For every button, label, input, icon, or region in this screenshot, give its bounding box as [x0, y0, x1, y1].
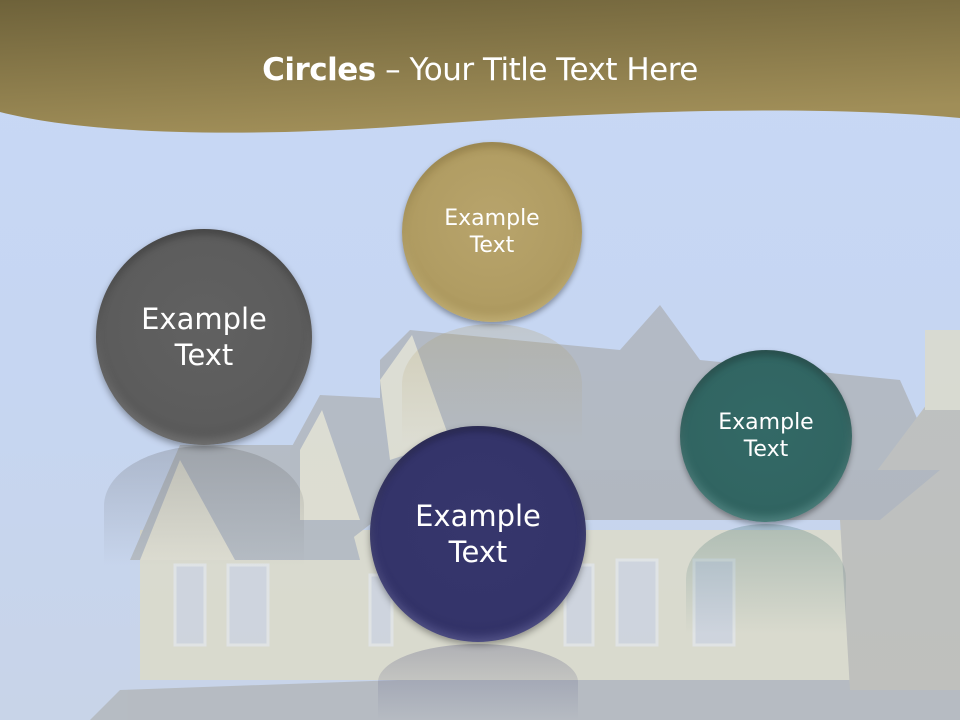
- title-bold: Circles: [262, 52, 376, 88]
- navy-circle-label: Example Text: [415, 498, 541, 569]
- gold-circle-label: Example Text: [444, 205, 540, 259]
- navy-circle[interactable]: Example Text: [370, 426, 586, 642]
- navy-circle-face: [370, 426, 586, 642]
- gold-circle[interactable]: Example Text: [402, 142, 582, 322]
- title-rest: – Your Title Text Here: [375, 52, 698, 88]
- teal-circle-label: Example Text: [718, 409, 814, 463]
- gold-circle-face: [402, 142, 582, 322]
- gray-circle-label: Example Text: [141, 301, 267, 372]
- slide-title: Circles – Your Title Text Here: [0, 52, 960, 88]
- gray-circle-face: [96, 229, 312, 445]
- header-band: [0, 0, 960, 133]
- teal-circle-face: [680, 350, 852, 522]
- teal-circle[interactable]: Example Text: [680, 350, 852, 522]
- gray-circle[interactable]: Example Text: [96, 229, 312, 445]
